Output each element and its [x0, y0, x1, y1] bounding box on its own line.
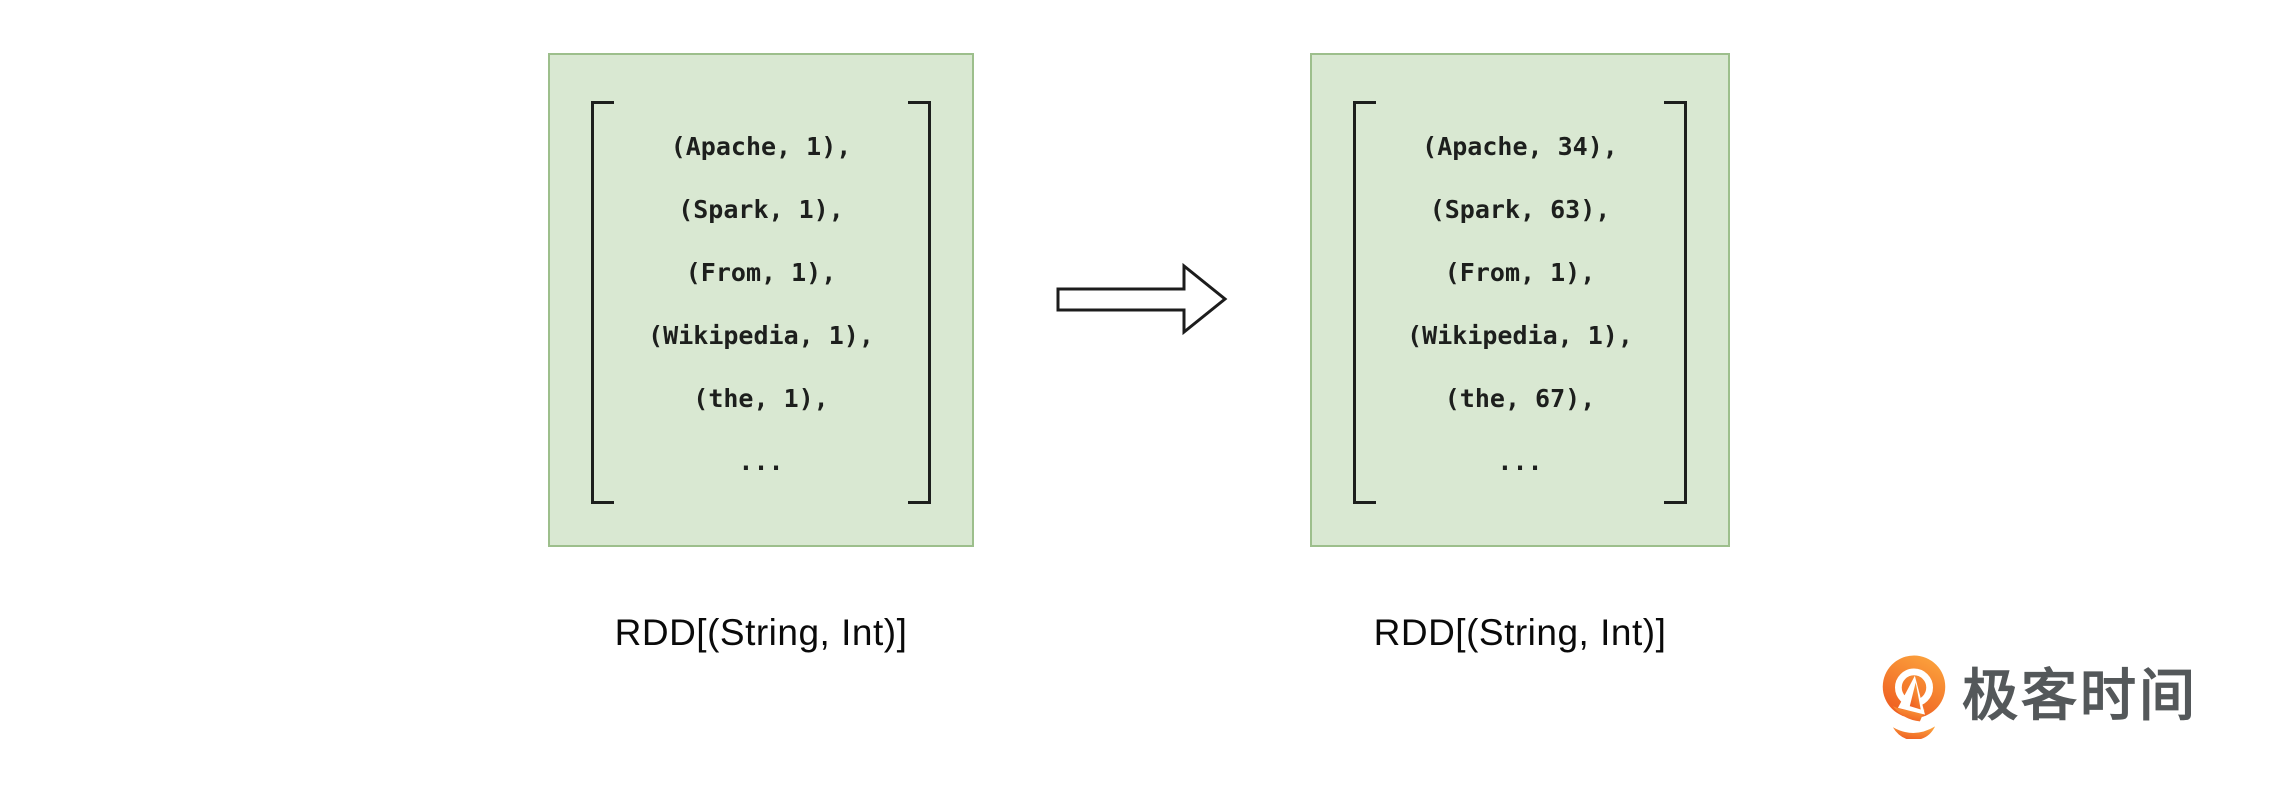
rdd-type-label: RDD[(String, Int)]	[614, 612, 908, 653]
geektime-logo: 极客时间	[1876, 652, 2198, 740]
tuple-row: (Spark, 1),	[678, 195, 844, 224]
rdd-before-tuples: (Apache, 1), (Spark, 1), (From, 1), (Wik…	[616, 101, 906, 504]
tuple-row: (Wikipedia, 1),	[1407, 321, 1633, 350]
rdd-type-label: RDD[(String, Int)]	[1373, 612, 1667, 653]
tuple-row: (the, 1),	[693, 384, 829, 413]
tuple-row: (From, 1),	[1444, 258, 1596, 287]
open-bracket-icon	[1353, 101, 1376, 504]
geektime-logo-text: 极客时间	[1962, 664, 2198, 727]
open-bracket-icon	[591, 101, 614, 504]
ellipsis-row: ...	[1497, 447, 1543, 476]
rdd-after-tuples: (Apache, 34), (Spark, 63), (From, 1), (W…	[1378, 101, 1662, 504]
geektime-logo-icon	[1882, 655, 1946, 739]
tuple-row: (Spark, 63),	[1429, 195, 1611, 224]
tuple-row: (Apache, 1),	[670, 132, 852, 161]
tuple-row: (From, 1),	[685, 258, 837, 287]
tuple-row: (Wikipedia, 1),	[648, 321, 874, 350]
close-bracket-icon	[908, 101, 931, 504]
close-bracket-icon	[1664, 101, 1687, 504]
transform-arrow-icon	[1056, 262, 1228, 336]
rdd-after-group: (Apache, 34), (Spark, 63), (From, 1), (W…	[1310, 53, 1730, 653]
rdd-before-group: (Apache, 1), (Spark, 1), (From, 1), (Wik…	[548, 53, 974, 653]
ellipsis-row: ...	[738, 447, 784, 476]
rdd-after-box: (Apache, 34), (Spark, 63), (From, 1), (W…	[1310, 53, 1730, 547]
rdd-before-box: (Apache, 1), (Spark, 1), (From, 1), (Wik…	[548, 53, 974, 547]
tuple-row: (the, 67),	[1444, 384, 1596, 413]
tuple-row: (Apache, 34),	[1422, 132, 1618, 161]
